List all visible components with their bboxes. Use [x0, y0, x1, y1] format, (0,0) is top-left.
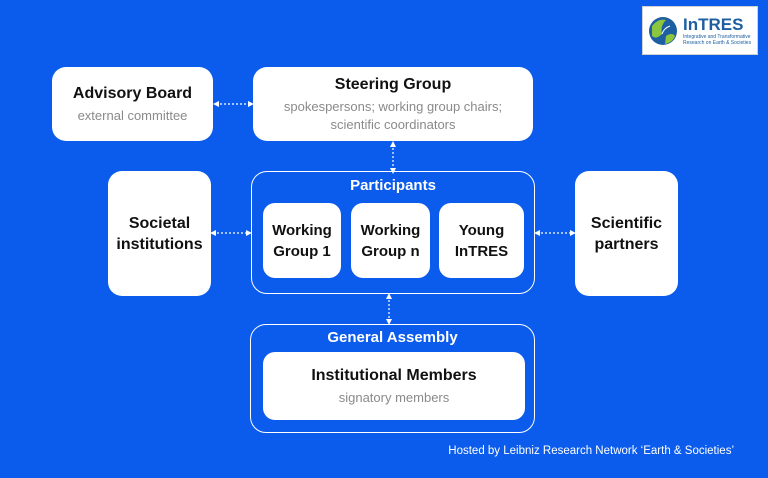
institutional-members-subtitle: signatory members: [338, 390, 450, 405]
young-intres-line1: Young: [458, 221, 505, 239]
societal-institutions-line2: institutions: [116, 235, 203, 253]
participants-group: Participants Working Group 1 Working Gro…: [251, 171, 535, 294]
logo-tagline: Integrative and Transformative Research …: [683, 33, 752, 46]
young-intres-line2: InTRES: [454, 242, 509, 260]
logo-text: InTRES Integrative and Transformative Re…: [683, 14, 755, 46]
societal-institutions-box: Societal institutions: [108, 171, 211, 296]
working-group-1-box: Working Group 1: [263, 203, 341, 278]
societal-institutions-line1: Societal: [128, 214, 191, 232]
steering-group-box: Steering Group spokespersons; working gr…: [253, 67, 533, 141]
working-group-n-line2: Group n: [361, 242, 420, 260]
logo-name: InTRES: [683, 14, 744, 34]
steering-group-subtitle-line1: spokespersons; working group chairs;: [283, 99, 503, 114]
steering-group-title: Steering Group: [334, 76, 452, 93]
general-assembly-group: General Assembly Institutional Members s…: [250, 324, 535, 433]
institutional-members-box: Institutional Members signatory members: [263, 352, 525, 420]
footer-text: Hosted by Leibniz Research Network ‘Eart…: [448, 445, 734, 457]
working-group-n-box: Working Group n: [351, 203, 430, 278]
participants-label: Participants: [350, 177, 436, 194]
working-group-1-line2: Group 1: [273, 242, 331, 260]
advisory-board-title: Advisory Board: [72, 85, 193, 102]
scientific-partners-line2: partners: [594, 235, 659, 253]
globe-logo-icon: [649, 16, 677, 45]
steering-group-subtitle-line2: scientific coordinators: [330, 117, 456, 132]
working-group-n-line1: Working: [360, 221, 421, 239]
young-intres-box: Young InTRES: [439, 203, 524, 278]
advisory-board-box: Advisory Board external committee: [52, 67, 213, 141]
scientific-partners-box: Scientific partners: [575, 171, 678, 296]
advisory-board-subtitle: external committee: [77, 108, 188, 123]
scientific-partners-line1: Scientific: [590, 214, 663, 232]
intres-logo: InTRES Integrative and Transformative Re…: [642, 6, 758, 55]
general-assembly-label: General Assembly: [327, 329, 458, 346]
institutional-members-title: Institutional Members: [311, 367, 477, 384]
working-group-1-line1: Working: [272, 221, 332, 239]
